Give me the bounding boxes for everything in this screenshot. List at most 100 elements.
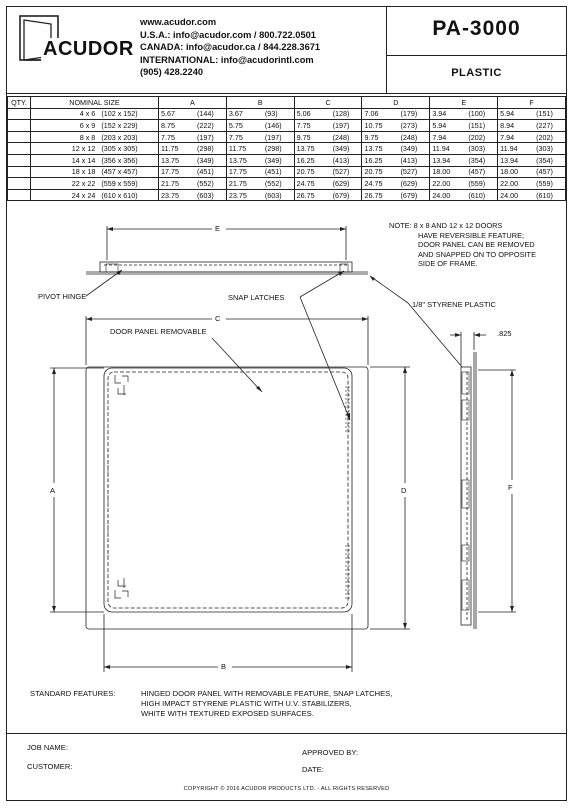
value-cell-e: 5.94(151) (429, 119, 499, 132)
size-inches: 6 x 9 (79, 120, 96, 130)
value-mm: (248) (400, 132, 418, 142)
dim-label-b: B (221, 662, 227, 671)
website-link[interactable]: www.acudor.com (140, 17, 217, 27)
value-inches: 13.75 (228, 155, 247, 165)
value-cell-c: 13.75 (349) (293, 142, 363, 155)
qty-cell[interactable] (7, 165, 31, 179)
value-inches: 22.00 (500, 178, 519, 188)
table-row: 6 x 9(152 x 229)8.75(222)5.75(146)7.75(1… (7, 119, 566, 132)
value-cell-f: 22.00(559) (497, 177, 566, 190)
value-mm: (552) (264, 178, 282, 188)
value-cell-a: 7.75(197) (158, 130, 227, 144)
value-mm: (273) (400, 120, 418, 130)
footer-top-rule (6, 733, 567, 734)
customer-field[interactable]: CUSTOMER: (27, 762, 73, 771)
value-inches: 9.75 (364, 132, 379, 142)
nominal-size-cell: 24 x 24(610 x 610) (30, 188, 159, 202)
sheet-border (6, 6, 567, 801)
value-inches: 13.75 (296, 144, 315, 154)
value-cell-d: 7.06(179) (361, 107, 431, 121)
qty-cell[interactable] (7, 107, 31, 121)
value-cell-e: 13.94(354) (429, 153, 499, 167)
value-mm: (451) (197, 167, 214, 177)
value-cell-d: 9.75 (248) (361, 130, 431, 144)
date-field[interactable]: DATE: (302, 765, 324, 774)
value-mm: (303) (468, 144, 486, 154)
qty-cell[interactable] (7, 142, 31, 155)
snap-latches-label: SNAP LATCHES (228, 293, 285, 302)
value-cell-f: 8.94(227) (497, 119, 566, 132)
nominal-size-cell: 14 x 14(356 x 356) (30, 153, 159, 167)
nominal-size-cell: 6 x 9(152 x 229) (30, 119, 159, 132)
qty-cell[interactable] (7, 177, 31, 190)
qty-cell[interactable] (7, 119, 31, 132)
value-inches: 24.00 (500, 190, 519, 200)
value-inches: 23.75 (161, 190, 179, 200)
size-mm: (610 x 610) (101, 190, 138, 200)
header-divider (386, 6, 387, 93)
col-e: E (429, 96, 499, 109)
value-cell-f: 7.94(202) (497, 130, 566, 144)
value-cell-d: 26.75(679) (361, 188, 431, 202)
table-row: 14 x 14(356 x 356)13.75(349)13.75(349)16… (7, 153, 566, 167)
value-mm: (603) (264, 190, 282, 200)
header-bottom-rule (6, 93, 567, 94)
value-mm: (248) (332, 132, 350, 142)
value-cell-c: 7.75(197) (293, 119, 363, 132)
value-cell-a: 8.75(222) (158, 119, 227, 132)
value-inches: 13.94 (432, 155, 451, 165)
value-mm: (629) (400, 178, 418, 188)
value-mm: (179) (400, 109, 418, 119)
col-qty: QTY. (7, 96, 31, 109)
value-mm: (413) (332, 155, 350, 165)
value-inches: 26.75 (364, 190, 383, 200)
job-name-field[interactable]: JOB NAME: (27, 743, 68, 752)
value-cell-c: 24.75(629) (293, 177, 363, 190)
value-mm: (227) (536, 120, 553, 130)
value-mm: (202) (536, 132, 553, 142)
value-mm: (552) (197, 178, 214, 188)
canada-contact: CANADA: info@acudor.ca / 844.228.3671 (140, 42, 321, 53)
contact-block: www.acudor.com U.S.A.: info@acudor.com /… (140, 16, 320, 79)
value-mm: (197) (197, 132, 214, 142)
value-cell-f: 11.94(303) (497, 142, 566, 155)
material-label: PLASTIC (451, 67, 502, 79)
table-row: 12 x 12(305 x 305)11.75(298)11.75(298)13… (7, 142, 566, 155)
value-mm: (679) (332, 190, 350, 200)
features-title: STANDARD FEATURES: (30, 689, 116, 698)
qty-cell[interactable] (7, 153, 31, 167)
nominal-size-cell: 12 x 12(305 x 305) (30, 142, 159, 155)
value-inches: 22.00 (432, 178, 451, 188)
note-line: SIDE OF FRAME. (418, 259, 478, 269)
size-table: QTY. NOMINAL SIZE A B C D E F 4 x 6(102 … (7, 96, 566, 202)
value-inches: 13.75 (364, 144, 383, 154)
nominal-size-cell: 22 x 22(559 x 559) (30, 177, 159, 190)
phone-number: (905) 428.2240 (140, 67, 204, 78)
qty-cell[interactable] (7, 130, 31, 144)
usa-contact: U.S.A.: info@acudor.com / 800.722.0501 (140, 29, 316, 40)
value-mm: (349) (332, 144, 350, 154)
size-inches: 22 x 22 (71, 178, 96, 188)
pivot-hinge-label: PIVOT HINGE (38, 292, 87, 301)
note-line: HAVE REVERSIBLE FEATURE; (418, 230, 525, 240)
value-mm: (610) (468, 190, 486, 200)
value-cell-e: 24.00 (610) (429, 188, 499, 202)
value-cell-a: 23.75(603) (158, 188, 227, 202)
col-d: D (361, 96, 431, 109)
value-cell-c: 9.75(248) (293, 130, 363, 144)
dim-label-a: A (50, 486, 56, 495)
value-inches: 13.75 (161, 155, 179, 165)
value-cell-a: 5.67(144) (158, 107, 227, 121)
value-cell-f: 18.00(457) (497, 165, 566, 179)
approved-by-field[interactable]: APPROVED BY: (302, 748, 359, 757)
value-inches: 11.94 (500, 144, 518, 154)
value-mm: (128) (332, 109, 350, 119)
door-panel-label: DOOR PANEL REMOVABLE (110, 327, 207, 336)
value-inches: 24.00 (432, 190, 451, 200)
size-inches: 14 x 14 (71, 155, 96, 165)
dim-label-c: C (215, 314, 221, 323)
table-row: 4 x 6(102 x 152)5.67(144)3.67(93)5.06(12… (7, 107, 566, 121)
value-mm: (202) (468, 132, 486, 142)
dim-label-e: E (215, 224, 221, 233)
qty-cell[interactable] (7, 188, 31, 202)
